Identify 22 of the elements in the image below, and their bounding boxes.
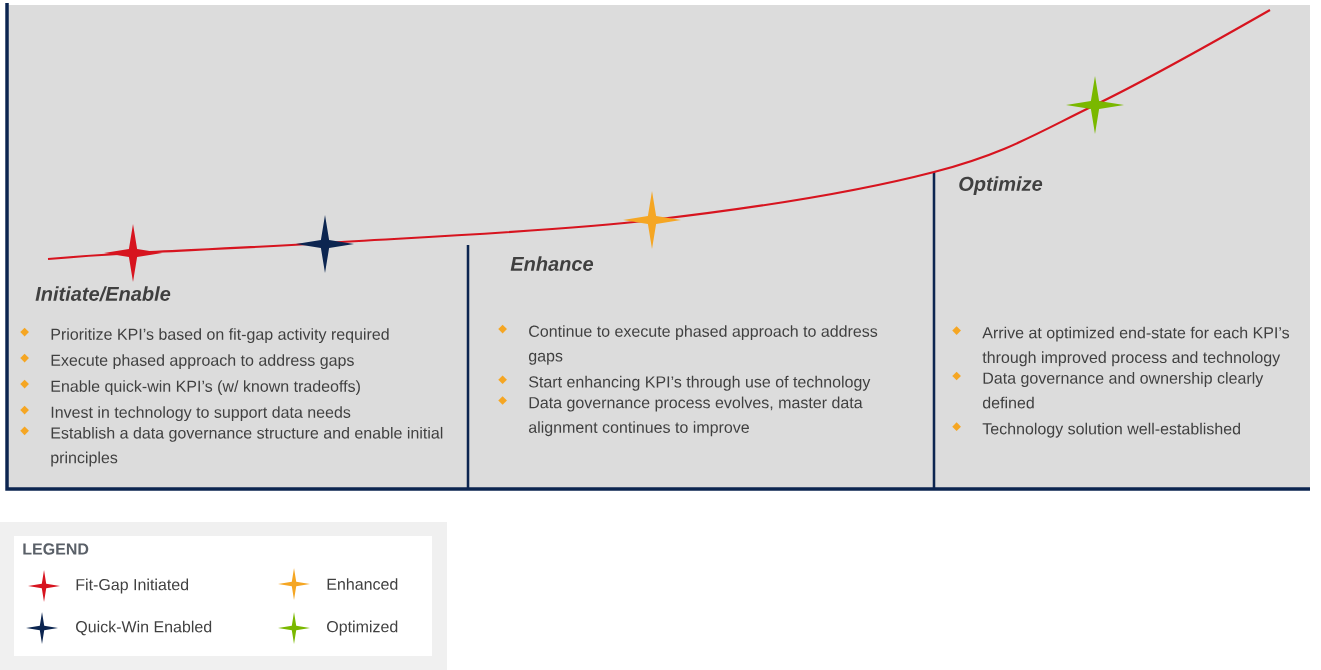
legend-text: Fit-Gap Initiated: [76, 578, 189, 594]
legend-text: Enhanced: [327, 578, 398, 590]
phase-column: [952, 176, 1290, 438]
legend-title: LEGEND: [23, 543, 89, 555]
legend-text: Optimized: [327, 620, 398, 636]
bullet-text: Enable quick-win KPI’s (w/ known tradeoffs): [51, 380, 360, 396]
bullet-text: Prioritize KPI’s based on fit-gap activity required: [51, 328, 389, 344]
phase-column: [20, 286, 443, 467]
phase-heading: Optimize: [959, 176, 1043, 195]
bullet-text: Establish a data governance structure and enable initial principles: [51, 426, 443, 467]
legend-text: Quick-Win Enabled: [76, 620, 212, 636]
bullet-text: Continue to execute phased approach to address gaps: [528, 325, 878, 365]
phase-column: [498, 256, 878, 437]
bullet-text: Technology solution well-established: [982, 422, 1240, 438]
bullet-text: Invest in technology to support data needs: [51, 406, 351, 422]
bullet-text: Execute phased approach to address gaps: [51, 354, 354, 370]
phase-heading: Enhance: [510, 256, 594, 271]
bullet-text: Arrive at optimized end-state for each KPI’s through improved process and technology: [982, 326, 1290, 367]
bullet-text: Start enhancing KPI’s through use of technology: [529, 375, 871, 391]
bullet-text: Data governance and ownership clearly defined: [982, 372, 1264, 409]
bullet-text: Data governance process evolves, master data alignment continues to improve: [528, 396, 863, 437]
phase-heading: Initiate/Enable: [35, 286, 171, 302]
